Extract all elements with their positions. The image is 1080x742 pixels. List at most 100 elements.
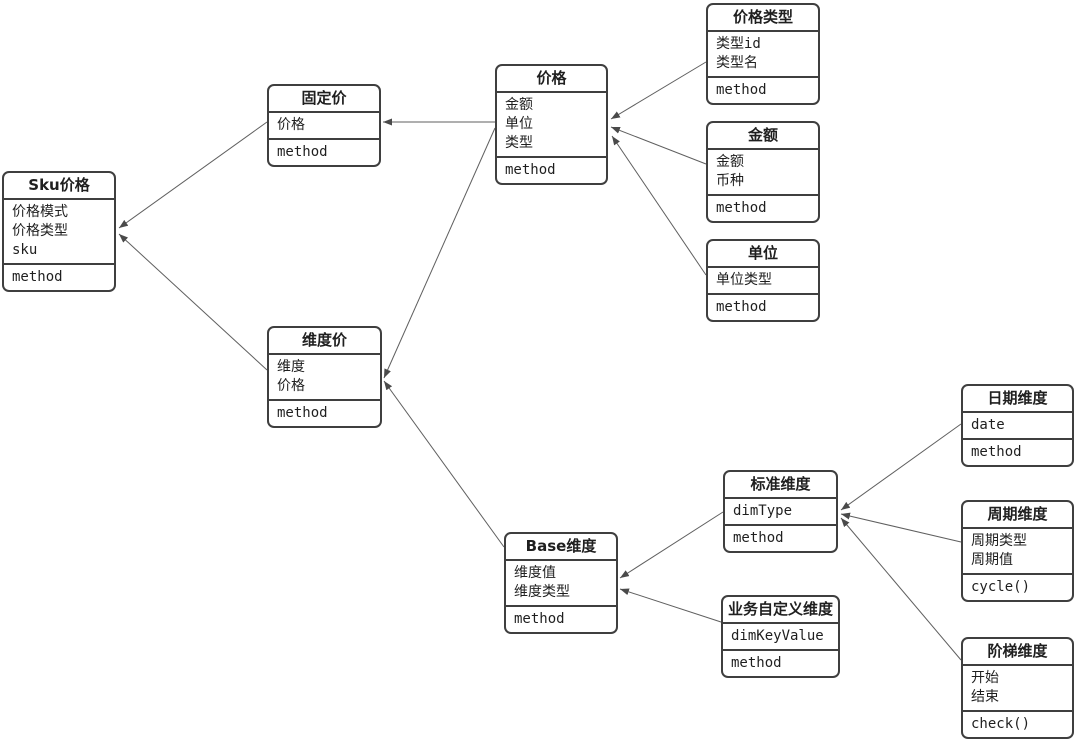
class-method: method bbox=[505, 162, 556, 178]
class-methods: method bbox=[506, 607, 616, 632]
edge-business-custom-dimension-to-base-dimension bbox=[619, 588, 722, 623]
class-methods: method bbox=[269, 140, 379, 165]
class-methods: method bbox=[963, 440, 1072, 465]
class-fields: 金额 单位 类型 bbox=[497, 93, 606, 158]
class-fields: 金额 币种 bbox=[708, 150, 818, 196]
edge-price-to-dimension-price bbox=[383, 127, 496, 379]
class-method: method bbox=[277, 144, 328, 160]
class-method: method bbox=[971, 444, 1022, 460]
class-field: 单位类型 bbox=[716, 272, 772, 288]
edge-ladder-dimension-to-standard-dimension bbox=[840, 517, 962, 661]
class-fields: 类型id 类型名 bbox=[708, 32, 818, 78]
class-title: 价格类型 bbox=[708, 5, 818, 32]
class-title: Sku价格 bbox=[4, 173, 114, 200]
class-title: 维度价 bbox=[269, 328, 380, 355]
class-field: 维度 bbox=[277, 359, 305, 375]
class-method: method bbox=[731, 655, 782, 671]
edge-fixed-price-to-sku-price bbox=[118, 121, 268, 229]
class-field: 维度值 bbox=[514, 565, 556, 581]
class-cycle-dimension: 周期维度 周期类型 周期值 cycle() bbox=[961, 500, 1074, 602]
class-field: 价格类型 bbox=[12, 223, 68, 239]
class-methods: method bbox=[269, 401, 380, 426]
class-base-dimension: Base维度 维度值 维度类型 method bbox=[504, 532, 618, 634]
class-ladder-dimension: 阶梯维度 开始 结束 check() bbox=[961, 637, 1074, 739]
class-fields: date bbox=[963, 413, 1072, 440]
class-title: Base维度 bbox=[506, 534, 616, 561]
class-standard-dimension: 标准维度 dimType method bbox=[723, 470, 838, 553]
class-field: 金额 bbox=[505, 97, 533, 113]
class-field: 价格 bbox=[277, 378, 305, 394]
class-method: check() bbox=[971, 716, 1031, 732]
class-title: 单位 bbox=[708, 241, 818, 268]
class-method: cycle() bbox=[971, 579, 1031, 595]
class-fixed-price: 固定价 价格 method bbox=[267, 84, 381, 167]
class-methods: method bbox=[708, 78, 818, 103]
class-field: 单位 bbox=[505, 116, 533, 132]
edge-cycle-dimension-to-standard-dimension bbox=[840, 512, 962, 543]
class-methods: method bbox=[4, 265, 114, 290]
class-fields: 周期类型 周期值 bbox=[963, 529, 1072, 575]
class-title: 阶梯维度 bbox=[963, 639, 1072, 666]
class-date-dimension: 日期维度 date method bbox=[961, 384, 1074, 467]
class-title: 业务自定义维度 bbox=[723, 597, 838, 624]
class-field: 价格 bbox=[277, 117, 305, 133]
edge-dimension-price-to-sku-price bbox=[118, 233, 268, 371]
class-field: dimKeyValue bbox=[731, 628, 824, 644]
edge-amount-to-price bbox=[610, 126, 707, 165]
class-field: 类型id bbox=[716, 36, 761, 52]
class-methods: method bbox=[708, 295, 818, 320]
edge-base-dimension-to-dimension-price bbox=[383, 380, 505, 548]
class-method: method bbox=[716, 299, 767, 315]
class-methods: method bbox=[725, 526, 836, 551]
class-field: 币种 bbox=[716, 173, 744, 189]
edge-standard-dimension-to-base-dimension bbox=[619, 511, 724, 579]
class-sku-price: Sku价格 价格模式 价格类型 sku method bbox=[2, 171, 116, 292]
class-fields: dimType bbox=[725, 499, 836, 526]
class-method: method bbox=[12, 269, 63, 285]
class-title: 价格 bbox=[497, 66, 606, 93]
class-methods: cycle() bbox=[963, 575, 1072, 600]
class-title: 金额 bbox=[708, 123, 818, 150]
class-title: 标准维度 bbox=[725, 472, 836, 499]
class-dimension-price: 维度价 维度 价格 method bbox=[267, 326, 382, 428]
edge-unit-to-price bbox=[611, 135, 707, 276]
class-fields: 维度 价格 bbox=[269, 355, 380, 401]
class-field: 金额 bbox=[716, 154, 744, 170]
class-title: 固定价 bbox=[269, 86, 379, 113]
class-fields: 维度值 维度类型 bbox=[506, 561, 616, 607]
class-methods: method bbox=[723, 651, 838, 676]
class-methods: method bbox=[497, 158, 606, 183]
class-field: 周期值 bbox=[971, 552, 1013, 568]
class-fields: 开始 结束 bbox=[963, 666, 1072, 712]
class-amount: 金额 金额 币种 method bbox=[706, 121, 820, 223]
class-title: 周期维度 bbox=[963, 502, 1072, 529]
class-business-custom-dimension: 业务自定义维度 dimKeyValue method bbox=[721, 595, 840, 678]
class-method: method bbox=[733, 530, 784, 546]
class-fields: 单位类型 bbox=[708, 268, 818, 295]
class-field: dimType bbox=[733, 503, 793, 519]
edge-date-dimension-to-standard-dimension bbox=[840, 423, 962, 511]
class-method: method bbox=[277, 405, 328, 421]
class-unit: 单位 单位类型 method bbox=[706, 239, 820, 322]
class-method: method bbox=[716, 82, 767, 98]
class-price-type: 价格类型 类型id 类型名 method bbox=[706, 3, 820, 105]
class-fields: 价格 bbox=[269, 113, 379, 140]
class-fields: dimKeyValue bbox=[723, 624, 838, 651]
class-field: 类型名 bbox=[716, 55, 758, 71]
class-field: 维度类型 bbox=[514, 584, 570, 600]
class-title: 日期维度 bbox=[963, 386, 1072, 413]
class-field: 周期类型 bbox=[971, 533, 1027, 549]
class-price: 价格 金额 单位 类型 method bbox=[495, 64, 608, 185]
class-field: 类型 bbox=[505, 135, 533, 151]
class-method: method bbox=[716, 200, 767, 216]
class-field: sku bbox=[12, 242, 38, 258]
class-methods: check() bbox=[963, 712, 1072, 737]
edge-price-type-to-price bbox=[610, 61, 707, 120]
class-field: date bbox=[971, 417, 1005, 433]
class-methods: method bbox=[708, 196, 818, 221]
class-field: 开始 bbox=[971, 670, 999, 686]
class-field: 价格模式 bbox=[12, 204, 68, 220]
class-fields: 价格模式 价格类型 sku bbox=[4, 200, 114, 265]
class-field: 结束 bbox=[971, 689, 999, 705]
